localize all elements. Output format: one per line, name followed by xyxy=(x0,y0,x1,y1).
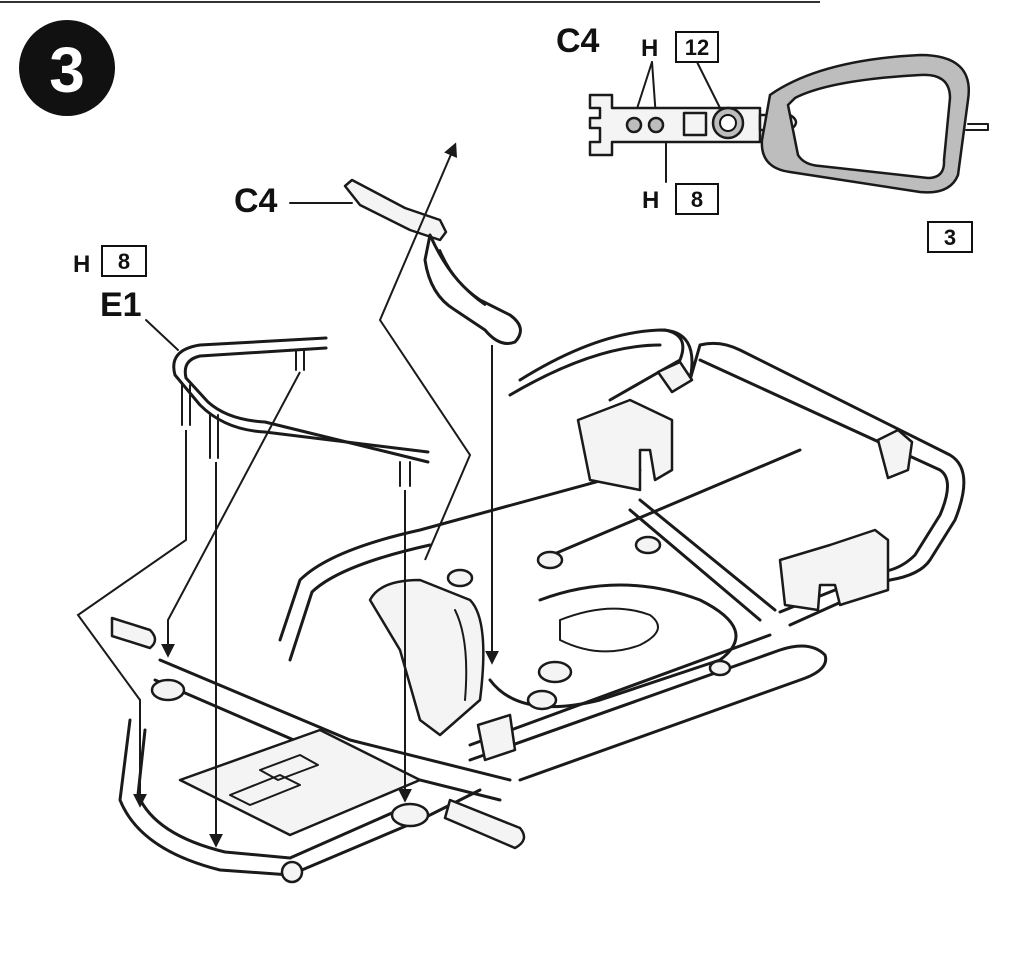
floor-pan xyxy=(488,583,738,709)
detail-callout-h12-prefix: H xyxy=(641,35,658,62)
bar-peg xyxy=(399,461,411,487)
side-tube-top xyxy=(518,328,685,402)
floor-rail-right xyxy=(468,644,828,782)
bar-peg xyxy=(209,414,219,459)
side-tube-top-inner xyxy=(508,343,662,397)
handle-grip xyxy=(423,233,522,345)
step-number: 3 xyxy=(49,34,85,106)
frame-mount xyxy=(536,550,564,570)
front-crossbar-inner xyxy=(158,658,512,782)
pedal-plate xyxy=(178,728,422,837)
bar-label: E1 xyxy=(100,286,142,324)
step-badge-circle xyxy=(19,20,115,116)
round-socket-hole xyxy=(719,114,737,132)
kingpin xyxy=(280,860,304,884)
seat-mount xyxy=(778,528,890,612)
reference-number: 3 xyxy=(944,225,956,250)
rear-frame-tube xyxy=(658,328,966,627)
bar-leader xyxy=(145,319,179,351)
cross-member xyxy=(638,498,777,612)
cross-member xyxy=(538,448,802,562)
bar-tube-outer xyxy=(172,336,430,454)
loop-handle-detail xyxy=(760,53,971,194)
frame-mount xyxy=(634,535,662,555)
handle-c4: C4 xyxy=(234,178,522,345)
socket-bar-left xyxy=(150,678,186,702)
arrow-column-up xyxy=(378,142,472,561)
detail-callout-h12-box xyxy=(675,31,719,63)
floor-recess xyxy=(559,607,659,653)
cross-member xyxy=(628,508,762,622)
handle-mount-block xyxy=(476,713,517,762)
floor-rail-left-inner xyxy=(288,543,432,662)
spindle-right xyxy=(443,798,526,850)
handle-shaft xyxy=(343,178,448,242)
step-badge: 3 xyxy=(19,20,115,116)
frame-mount xyxy=(708,659,732,677)
square-socket xyxy=(682,111,708,137)
kart-chassis xyxy=(110,328,966,884)
socket-column xyxy=(446,568,474,588)
assembly-arrows xyxy=(76,142,499,848)
fuel-tank xyxy=(368,578,485,737)
floor-rail-right-inner xyxy=(468,633,772,747)
bar-peg xyxy=(181,384,191,426)
bar-e1: H 8 E1 xyxy=(73,245,430,487)
bumper-bracket xyxy=(876,428,914,480)
floor-rail-left xyxy=(278,468,642,642)
detail-callout-h8-box xyxy=(675,183,719,215)
socket-bar-right xyxy=(390,802,430,828)
arrow-bar-peg-1 xyxy=(76,430,187,808)
pin-hole xyxy=(625,116,643,134)
pedal-slot xyxy=(229,774,301,806)
bar-peg xyxy=(295,349,305,371)
detail-callout-h8-prefix: H xyxy=(642,187,659,214)
loop-stub xyxy=(965,123,989,131)
frame-bracket xyxy=(656,360,694,394)
handle-shaft-detail xyxy=(588,93,762,157)
bar-callout-box xyxy=(101,245,147,277)
frame-mount xyxy=(537,660,573,684)
handle-label: C4 xyxy=(234,182,278,220)
bar-tube-inner xyxy=(183,346,430,464)
seat-mount xyxy=(576,398,674,492)
detail-callout-h8-number: 8 xyxy=(691,187,703,212)
detail-callout-h12-number: 12 xyxy=(685,35,709,60)
handle-grip-edge xyxy=(439,249,486,306)
bar-callout-prefix: H xyxy=(73,251,90,278)
leader-line xyxy=(696,61,721,109)
arrow-bar-peg-3 xyxy=(161,371,301,658)
socket-handle xyxy=(526,689,558,711)
pedal-slot xyxy=(259,754,319,781)
spindle-left xyxy=(110,616,157,650)
reference-box xyxy=(927,221,973,253)
detail-part-label: C4 xyxy=(556,22,600,60)
bar-callout-number: 8 xyxy=(118,249,130,274)
front-frame-outer xyxy=(118,718,482,877)
pin-hole xyxy=(647,116,665,134)
detail-inset: C4 H 12 H 8 3 xyxy=(556,22,989,253)
tank-edge xyxy=(454,609,468,701)
